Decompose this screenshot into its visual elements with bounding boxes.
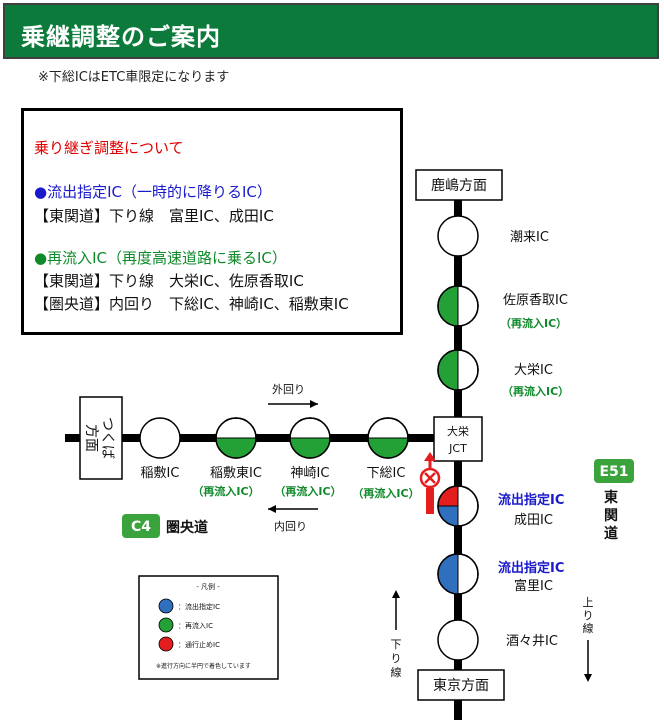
ic-circle-narita [437, 485, 479, 527]
ic-label-sawara-katori: 佐原香取IC [503, 293, 568, 308]
ic-label-inashiki-higashi: 稲敷東IC [210, 465, 262, 481]
e51-badge-text: E51 [599, 464, 628, 480]
ic-circle-kozaki [289, 417, 331, 459]
ic-circle-sawara-katori [437, 285, 479, 327]
ic-label-taiei: 大栄IC [514, 363, 553, 378]
ic-circle-shisui [437, 619, 479, 661]
inner-loop-arrow [268, 505, 318, 513]
ic-tag-inashiki-higashi: （再流入IC） [192, 484, 259, 498]
legend-closed-label: ：通行止めIC [178, 640, 220, 649]
ic-label-shisui: 酒々井IC [506, 634, 558, 649]
west-destination-box [79, 396, 123, 480]
ic-circle-inashiki-higashi [215, 417, 257, 459]
ic-circle-tomisato [437, 553, 479, 595]
ic-circle-shimofusa [367, 417, 409, 459]
legend-exit-label: ：流出指定IC [178, 602, 220, 611]
e51-badge [594, 459, 634, 483]
ic-label-tomisato: 富里IC [514, 578, 553, 594]
legend-closed-icon [158, 636, 174, 652]
legend-footnote: ※進行方向に半円で着色しています [156, 662, 251, 670]
up-line-label-1: 上 [583, 596, 594, 609]
e51-name-2: 関 [604, 508, 618, 524]
reentry-ic-line-2: 【圏央道】内回り 下総IC、神崎IC、稲敷東IC [34, 295, 349, 313]
south-destination-box [417, 669, 505, 701]
ic-circle-itako [437, 215, 479, 257]
e51-name-3: 道 [604, 525, 618, 542]
page-header: 乗継調整のご案内 [3, 3, 659, 59]
outer-loop-label: 外回り [272, 383, 305, 396]
legend-reentry-label: ：再流入IC [178, 621, 213, 630]
c4-badge-text: C4 [131, 519, 151, 535]
info-heading: 乗り継ぎ調整について [34, 139, 184, 157]
up-line-label-2: り [583, 609, 594, 622]
junction-jct: JCT [448, 442, 467, 455]
ic-circle-taiei [437, 349, 479, 391]
ic-label-kozaki: 神崎IC [291, 466, 330, 481]
c4-name: 圏央道 [166, 519, 208, 536]
ic-label-itako: 潮来IC [510, 230, 549, 245]
ic-tag-narita: 流出指定IC [498, 492, 564, 508]
junction-box [433, 416, 483, 462]
inner-loop-label: 内回り [274, 519, 307, 533]
ic-tag-taiei: （再流入IC） [502, 384, 569, 398]
down-line-arrow [392, 590, 400, 630]
outer-loop-arrow [268, 400, 318, 408]
ic-tag-kozaki: （再流入IC） [274, 484, 341, 498]
closure-sign-icon [419, 452, 441, 514]
up-line-arrow [584, 640, 592, 682]
north-destination-label: 鹿嶋方面 [431, 177, 487, 194]
exit-ic-title: ●流出指定IC（一時的に降りるIC） [34, 183, 272, 201]
legend-title: - 凡例 - [196, 582, 220, 591]
west-destination-label-2: 方面 [83, 424, 99, 452]
ic-tag-shimofusa: （再流入IC） [352, 486, 419, 500]
ic-circle-inashiki [139, 417, 181, 459]
ic-tag-sawara-katori: （再流入IC） [500, 316, 567, 330]
reentry-ic-line-1: 【東関道】下り線 大栄IC、佐原香取IC [34, 272, 304, 290]
ic-tag-tomisato: 流出指定IC [498, 560, 564, 576]
north-destination-box [415, 169, 503, 201]
south-destination-label: 東京方面 [433, 678, 489, 694]
page-title: 乗継調整のご案内 [21, 23, 221, 51]
ic-label-shimofusa: 下総IC [367, 466, 406, 481]
exit-ic-line: 【東関道】下り線 富里IC、成田IC [34, 207, 274, 225]
ic-label-inashiki: 稲敷IC [141, 466, 180, 481]
c4-badge [122, 514, 160, 538]
e51-name-1: 東 [604, 489, 618, 506]
west-destination-label: つくば [99, 417, 115, 459]
down-line-label-1: 下 [391, 638, 402, 651]
info-box: 乗り継ぎ調整について ●流出指定IC（一時的に降りるIC） 【東関道】下り線 富… [21, 108, 403, 335]
junction-name: 大栄 [447, 424, 469, 438]
up-line-label-3: 線 [583, 621, 594, 635]
etc-note: ※下総ICはETC車限定になります [38, 70, 230, 85]
reentry-ic-title: ●再流入IC（再度高速道路に乗るIC） [34, 249, 287, 267]
legend-exit-icon [158, 598, 174, 614]
down-line-label-3: 線 [391, 665, 402, 679]
down-line-label-2: り [391, 652, 402, 665]
ic-label-narita: 成田IC [514, 513, 553, 528]
legend-reentry-icon [158, 617, 174, 633]
